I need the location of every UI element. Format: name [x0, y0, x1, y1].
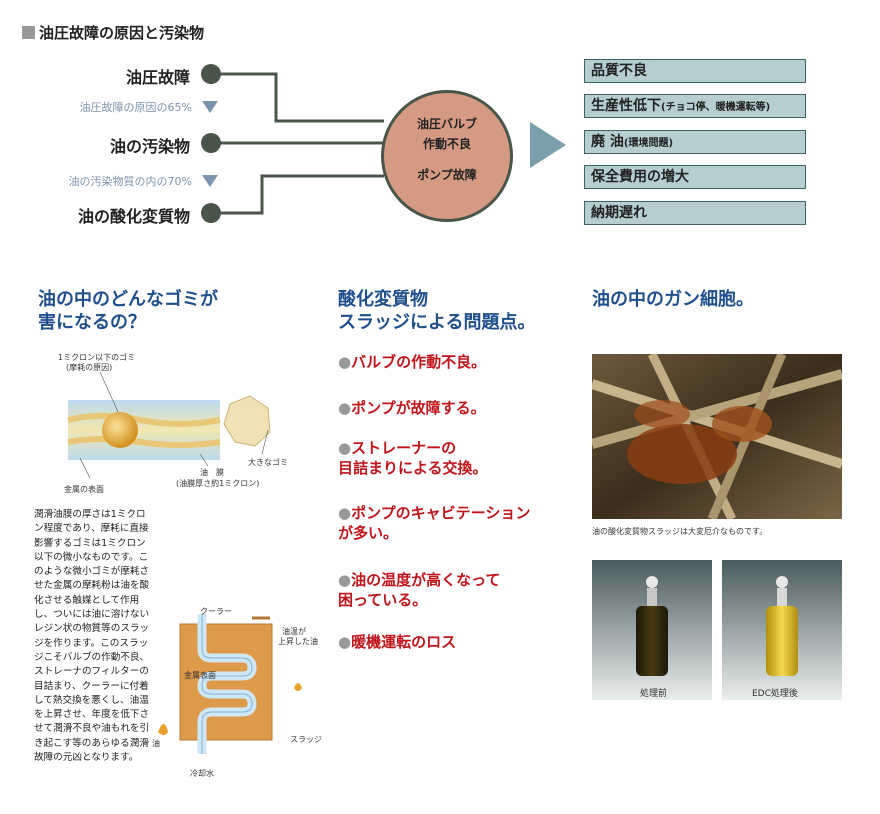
connector-lines	[213, 72, 384, 215]
circle-line2: 作動不良	[422, 137, 471, 151]
result-waste-oil: 廃 油(環境問題)	[584, 130, 806, 154]
cause-hydraulic-failure: 油圧故障	[125, 68, 190, 87]
problem-item: ●暖機運転のロス	[338, 633, 457, 651]
square-bullet-icon	[22, 26, 35, 39]
cooler-figure	[158, 614, 302, 754]
metal-surface-label: 金属表面	[184, 671, 216, 680]
failure-circle: 油圧バルブ 作動不良 ポンプ故障	[381, 90, 513, 222]
bullet-dot-icon: ●	[338, 504, 352, 522]
fig-small-dirt-label: 1ミクロン以下のゴミ	[58, 353, 136, 362]
oil-rise-label2: 上昇した油	[278, 637, 318, 646]
result-quality: 品質不良	[584, 59, 806, 83]
note-65: 油圧故障の原因の65%	[79, 101, 192, 114]
result-productivity: 生産性低下(チョコ停、暖機運転等)	[584, 94, 806, 118]
fig-metal-surface-label: 金属の表面	[64, 485, 104, 494]
bullet-dot-icon: ●	[338, 353, 352, 371]
bullet-dot-icon: ●	[338, 633, 352, 651]
down-arrow-icon	[202, 175, 218, 187]
sludge-label: スラッジ	[290, 735, 322, 744]
circle-line1: 油圧バルブ	[416, 117, 477, 131]
water-label: 冷却水	[190, 769, 214, 778]
fig-oil-film-label: 油 膜	[200, 468, 224, 477]
col2-heading: 酸化変質物 スラッジによる問題点。	[338, 289, 536, 333]
bullet-dot-icon: ●	[338, 399, 352, 417]
bullet-dot-icon: ●	[338, 439, 352, 457]
fig-oil-film-label2: (油膜厚さ約1ミクロン)	[176, 479, 260, 488]
down-arrow-icon	[202, 101, 218, 113]
cause-dot	[201, 64, 221, 84]
fig-big-dirt-label: 大きなゴミ	[248, 458, 288, 467]
after-label: EDC処理後	[752, 689, 798, 699]
problem-item: ●ストレーナーの 目詰まりによる交換。	[338, 439, 488, 477]
oil-label: 油	[152, 739, 160, 748]
oil-film-figure	[67, 371, 271, 479]
cause-dot	[201, 133, 221, 153]
cooler-label: クーラー	[200, 607, 232, 616]
cause-dot	[201, 203, 221, 223]
sludge-photo-caption: 油の酸化変質物スラッジは大変厄介なものです。	[592, 527, 768, 536]
right-arrow-icon	[530, 122, 566, 168]
problem-item: ●ポンプのキャビテーション が多い。	[338, 504, 531, 542]
col3-heading: 油の中のガン細胞。	[592, 289, 754, 310]
note-70: 油の汚染物質の内の70%	[68, 175, 192, 188]
section-title: 油圧故障の原因と汚染物	[22, 22, 204, 43]
cause-contaminants: 油の汚染物	[109, 137, 190, 156]
result-delivery: 納期遅れ	[584, 201, 806, 225]
problem-item: ●油の温度が高くなって 困っている。	[338, 571, 501, 609]
cause-oxidized: 油の酸化変質物	[77, 207, 190, 226]
circle-line3: ポンプ故障	[417, 168, 477, 182]
oil-rise-label: 油温が	[282, 627, 306, 636]
col1-paragraph: 潤滑油膜の厚さは1ミクロン程度であり、摩耗に直接影響するゴミは1ミクロン以下の微…	[34, 509, 150, 764]
oil-bottles-photo	[592, 560, 842, 700]
result-maintenance: 保全費用の増大	[584, 165, 806, 189]
problem-item: ●バルブの作動不良。	[338, 353, 487, 371]
problem-item: ●ポンプが故障する。	[338, 399, 486, 417]
bullet-dot-icon: ●	[338, 571, 352, 589]
before-label: 処理前	[640, 689, 668, 699]
section-title-text: 油圧故障の原因と汚染物	[39, 24, 205, 42]
sludge-photo	[592, 354, 842, 519]
fig-small-dirt-label2: (摩耗の原因)	[66, 363, 113, 372]
col1-heading: 油の中のどんなゴミが 害になるの？	[38, 289, 218, 333]
